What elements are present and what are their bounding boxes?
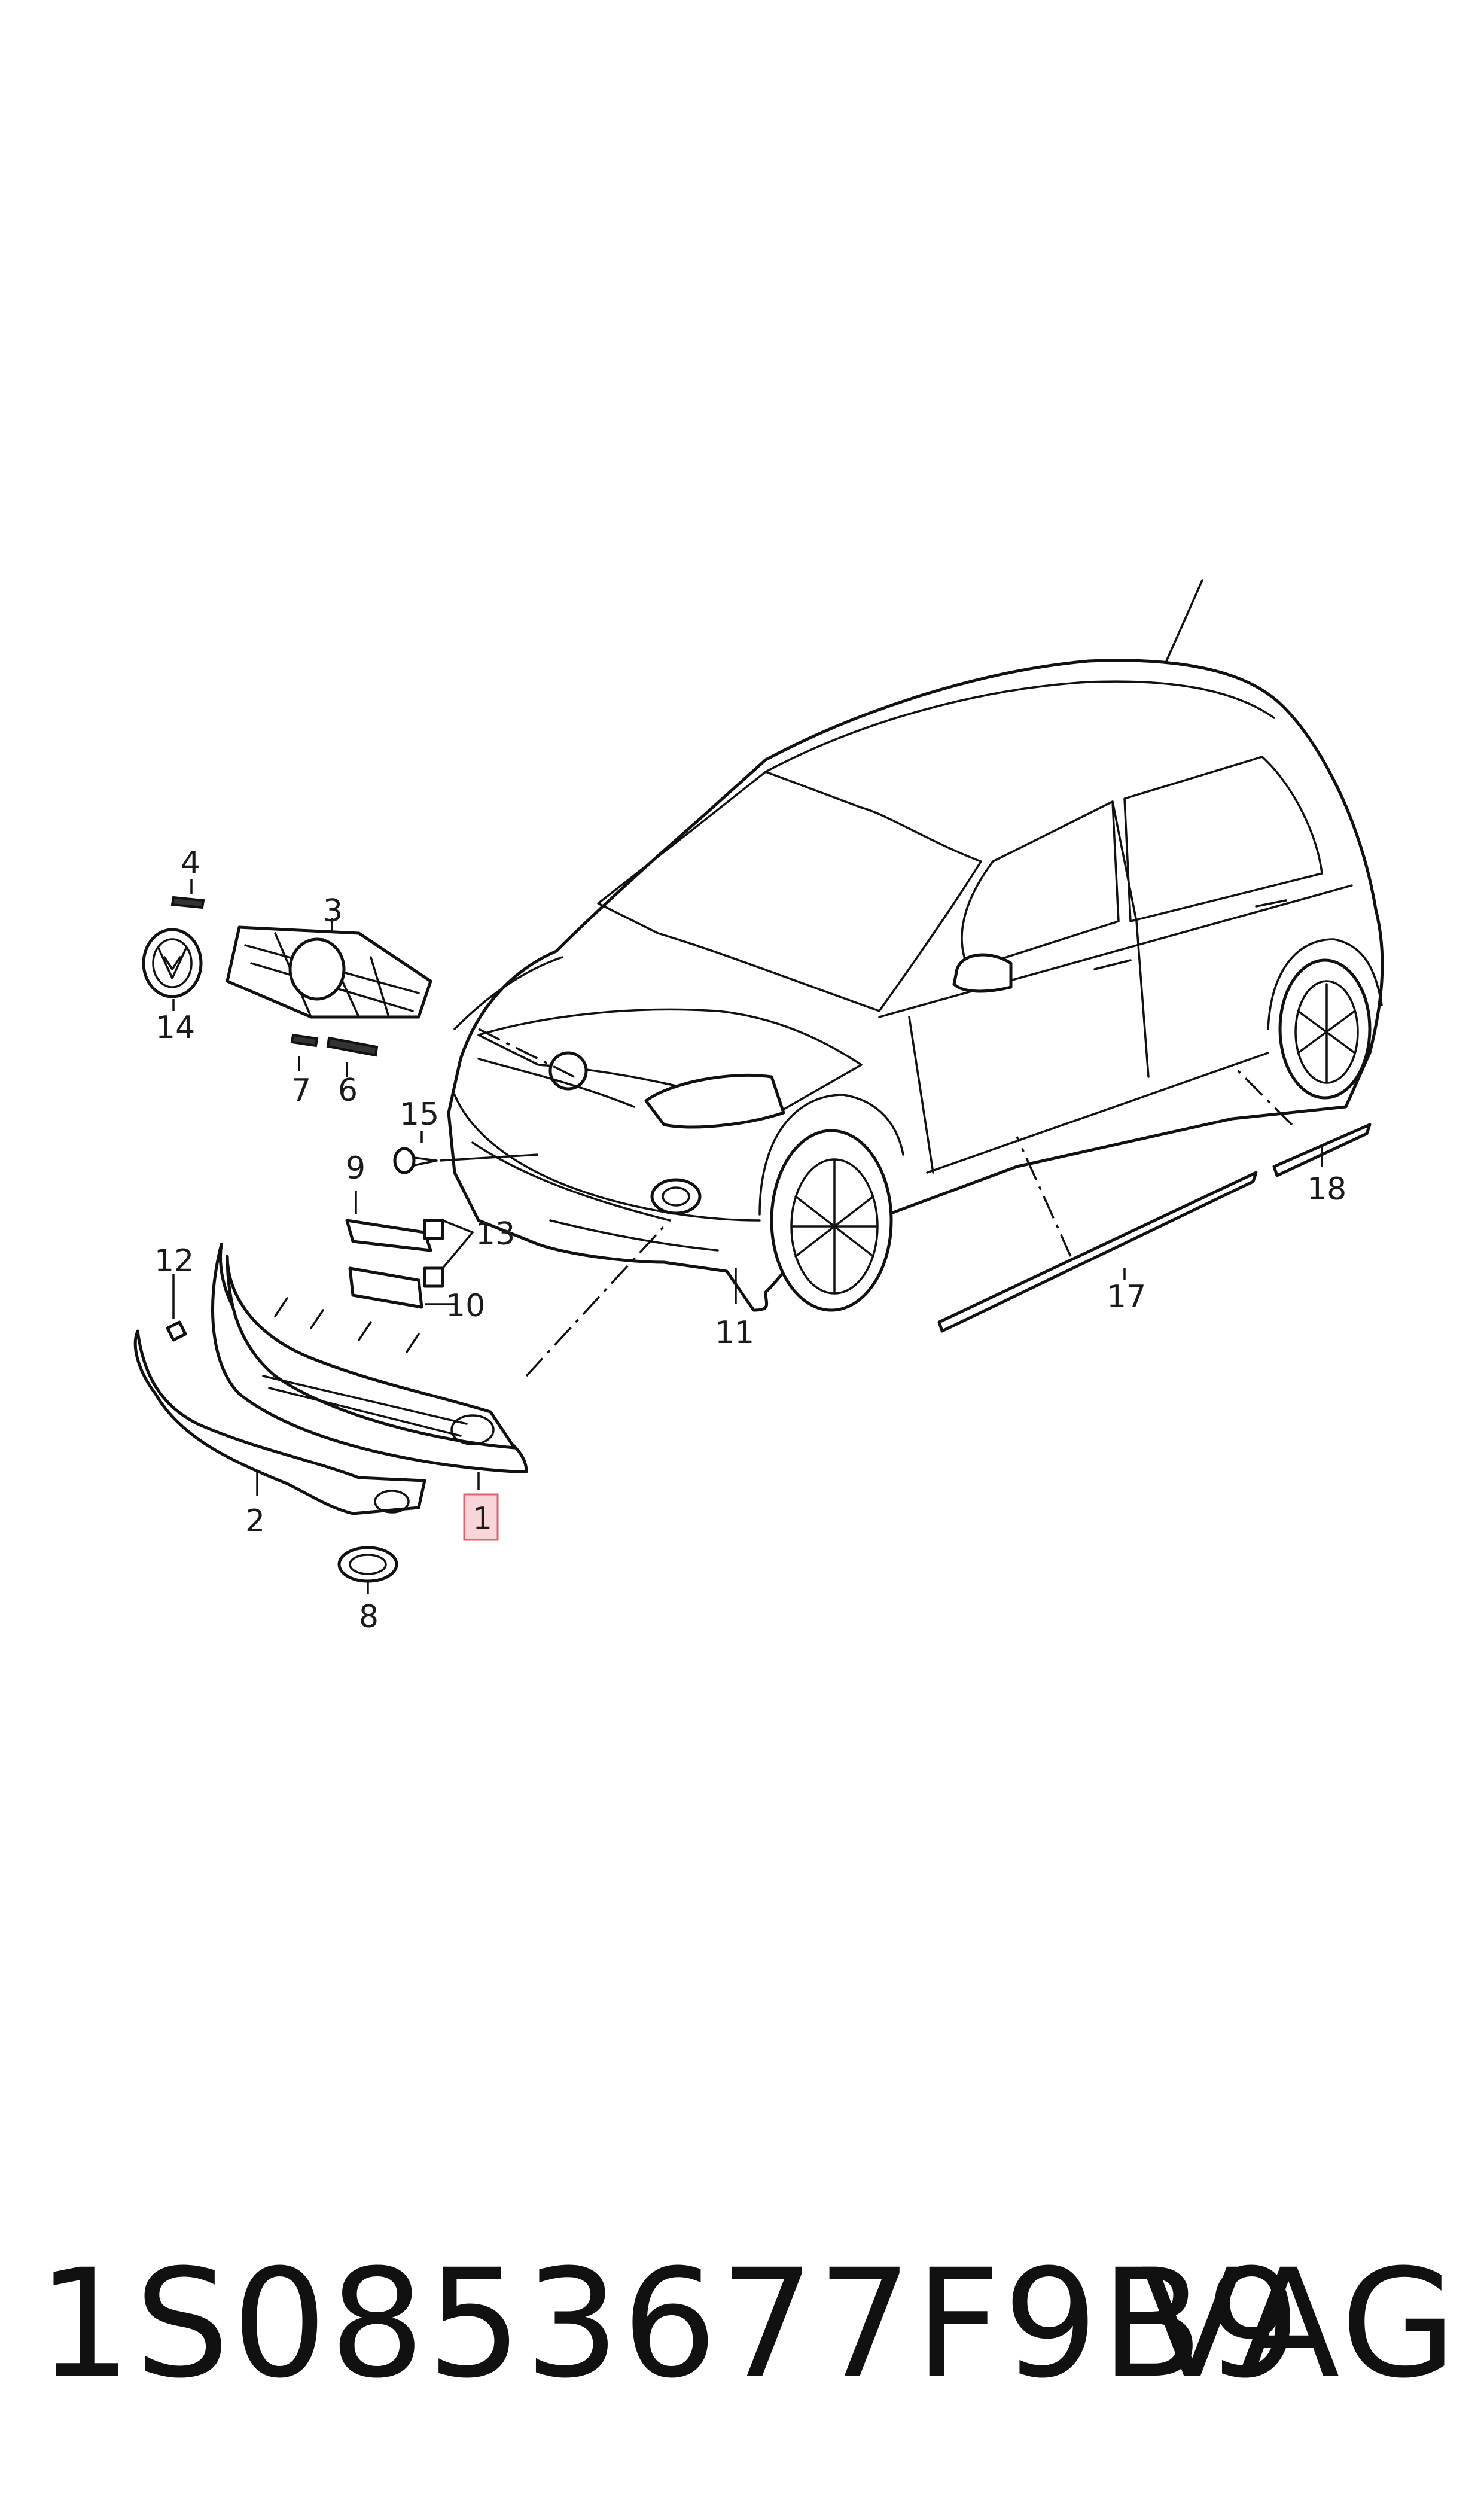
- part-strip-6: [326, 1036, 379, 1057]
- callout-4[interactable]: 4: [181, 845, 200, 881]
- part-bracket-9: [345, 1219, 432, 1252]
- part-clip-13b: [423, 1266, 444, 1288]
- leader-strip18-to-car: [1231, 1064, 1293, 1126]
- part-fog-cover: [337, 1546, 398, 1583]
- part-clip-12: [166, 1320, 187, 1342]
- callout-12[interactable]: 12: [154, 1243, 194, 1279]
- part-emblem: [142, 928, 203, 998]
- part-side-strip-17: [937, 1171, 1258, 1333]
- part-lower-spoiler: [133, 1329, 426, 1515]
- callout-15[interactable]: 15: [400, 1097, 439, 1132]
- callout-10[interactable]: 10: [446, 1288, 485, 1324]
- callout-1-highlight: [463, 1493, 499, 1541]
- part-number: 1S0853677F9B9: [37, 2237, 1303, 2411]
- callout-2[interactable]: 2: [245, 1503, 265, 1539]
- leader-grille-to-car: [478, 1028, 575, 1078]
- callout-6[interactable]: 6: [338, 1073, 358, 1109]
- callout-8[interactable]: 8: [359, 1599, 379, 1635]
- parts-exploded-diagram: 1 2 3 4 5 6 7 8 9 10 11 12 13 14 15 17 1…: [133, 579, 1384, 1635]
- callout-11[interactable]: 11: [715, 1315, 754, 1351]
- callout-3[interactable]: 3: [323, 893, 343, 929]
- part-clip-13a: [423, 1219, 444, 1240]
- part-spoiler-hole: [374, 1490, 410, 1514]
- part-bracket-10: [348, 1266, 423, 1309]
- leader-strip17-to-car: [1016, 1136, 1072, 1257]
- callout-1[interactable]: 1: [473, 1501, 492, 1537]
- callout-9[interactable]: 9: [346, 1150, 365, 1186]
- part-screw: [393, 1147, 539, 1174]
- part-grille: [226, 925, 432, 1019]
- leader-bumper-to-car: [525, 1225, 665, 1377]
- brand-label: VAG: [1141, 2237, 1460, 2411]
- callout-18[interactable]: 18: [1307, 1171, 1346, 1207]
- car-illustration: [447, 579, 1384, 1312]
- part-strip-7: [290, 1033, 319, 1048]
- part-bumper-cover: [211, 1243, 528, 1473]
- callout-14[interactable]: 14: [156, 1010, 195, 1046]
- callout-13[interactable]: 13: [476, 1216, 515, 1252]
- part-strip-4: [170, 896, 205, 909]
- callout-17[interactable]: 17: [1107, 1279, 1146, 1315]
- callout-7[interactable]: 7: [291, 1073, 311, 1109]
